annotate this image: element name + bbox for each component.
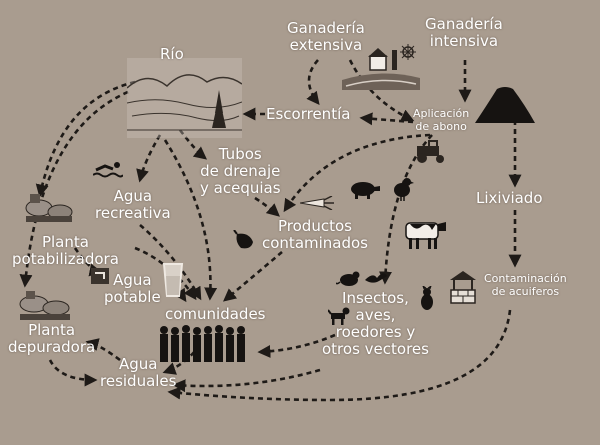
label-agua-recreativa: Agua recreativa [95, 187, 171, 222]
cow-icon [405, 222, 446, 249]
pepper-icon [233, 230, 253, 249]
swimmer-icon [93, 162, 123, 178]
arrow-acuiferos-to-residuales [167, 309, 512, 402]
treatment-plant-icon [25, 194, 73, 222]
arrow-productos-to-comunidades [223, 251, 283, 302]
label-lixiviado: Lixiviado [476, 189, 543, 207]
arrow-recreativa-to-comunidades [139, 224, 202, 301]
arrow-insectos-to-residuales [172, 368, 321, 393]
arrow-residuales-to-depuradora [85, 338, 121, 362]
manure-heap-icon [475, 87, 535, 123]
carrot-icon [300, 196, 334, 210]
wastewater-plant-icon [19, 291, 70, 320]
label-agua-residuales: Agua residuales [100, 355, 177, 390]
chicken-icon [394, 178, 414, 201]
arrow-tubos-to-productos [254, 196, 280, 217]
pig-icon [351, 182, 380, 199]
arrow-extensiva-to-escorrentia [306, 59, 320, 106]
arrow-rio-to-depuradora [19, 90, 129, 288]
label-tubos-drenaje: Tubos de drenaje y acequias [200, 145, 281, 197]
label-aplicacion-abono: Aplicación de abono [413, 107, 470, 133]
arrow-rio-to-potabilizadora [35, 80, 136, 198]
label-agua-potable: Agua potable [104, 271, 161, 306]
label-escorrentia: Escorrentía [266, 105, 351, 123]
label-comunidades: comunidades [165, 305, 266, 323]
dog-icon [328, 307, 350, 325]
bird-icon [365, 273, 387, 283]
rat-icon [336, 271, 360, 286]
label-rio: Río [160, 45, 184, 63]
water-glass-icon [162, 263, 184, 297]
arrow-rio-to-tubos [178, 129, 208, 160]
cat-icon [421, 286, 433, 310]
people-crowd-icon [160, 325, 245, 362]
label-planta-depuradora: Planta depuradora [8, 321, 96, 356]
river-landscape-icon [127, 58, 242, 138]
label-contaminacion-acuiferos: Contaminación de acuiferos [484, 272, 567, 298]
arrow-depuradora-to-residuales [48, 359, 98, 387]
label-ganaderia-intensiva: Ganadería intensiva [425, 15, 503, 50]
label-ganaderia-extensiva: Ganadería extensiva [287, 19, 365, 54]
label-insectos-vectores: Insectos, aves, roedores y otros vectore… [322, 289, 429, 358]
faucet-icon [91, 268, 109, 284]
arrow-rio-to-recreativa [136, 134, 162, 183]
farm-landscape-icon [342, 44, 420, 90]
tractor-icon [417, 140, 444, 163]
arrow-potabilizadora-to-agua-potable [73, 247, 103, 277]
label-productos-contaminados: Productos contaminados [262, 217, 368, 252]
arrow-insectos-to-comunidades [257, 333, 336, 358]
well-icon [450, 271, 476, 304]
label-planta-potabilizadora: Planta potabilizadora [12, 233, 119, 268]
arrow-rio-to-comunidades [163, 139, 218, 301]
arrow-abono-to-escorrentia [359, 112, 414, 126]
